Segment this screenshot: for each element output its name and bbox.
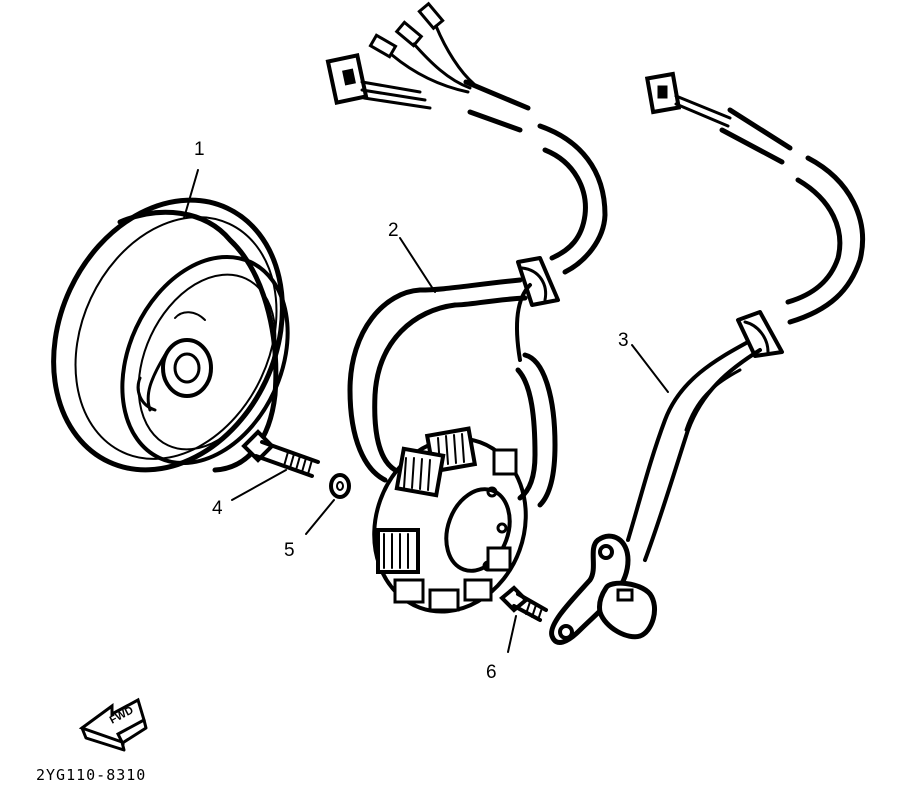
callout-6: 6 xyxy=(486,662,497,683)
stator-bullet-connectors xyxy=(368,1,476,94)
callout-1: 1 xyxy=(194,139,205,160)
callout-2: 2 xyxy=(388,220,399,241)
bolt-short-part: 6 xyxy=(486,585,548,683)
stator-connector-block xyxy=(325,52,432,110)
bolt-long-part: 4 xyxy=(212,429,320,519)
rotor-part: 1 xyxy=(51,139,290,473)
callout-4: 4 xyxy=(212,498,223,519)
callout-3: 3 xyxy=(618,330,629,351)
forward-direction-arrow-icon: FWD xyxy=(78,697,148,752)
callout-5: 5 xyxy=(284,540,295,561)
diagram-code: 2YG110-8310 xyxy=(36,766,146,784)
pickup-coil-part: 3 xyxy=(549,71,866,646)
washer-part: 5 xyxy=(284,473,351,561)
stator-assembly-part: 2 xyxy=(325,1,608,614)
